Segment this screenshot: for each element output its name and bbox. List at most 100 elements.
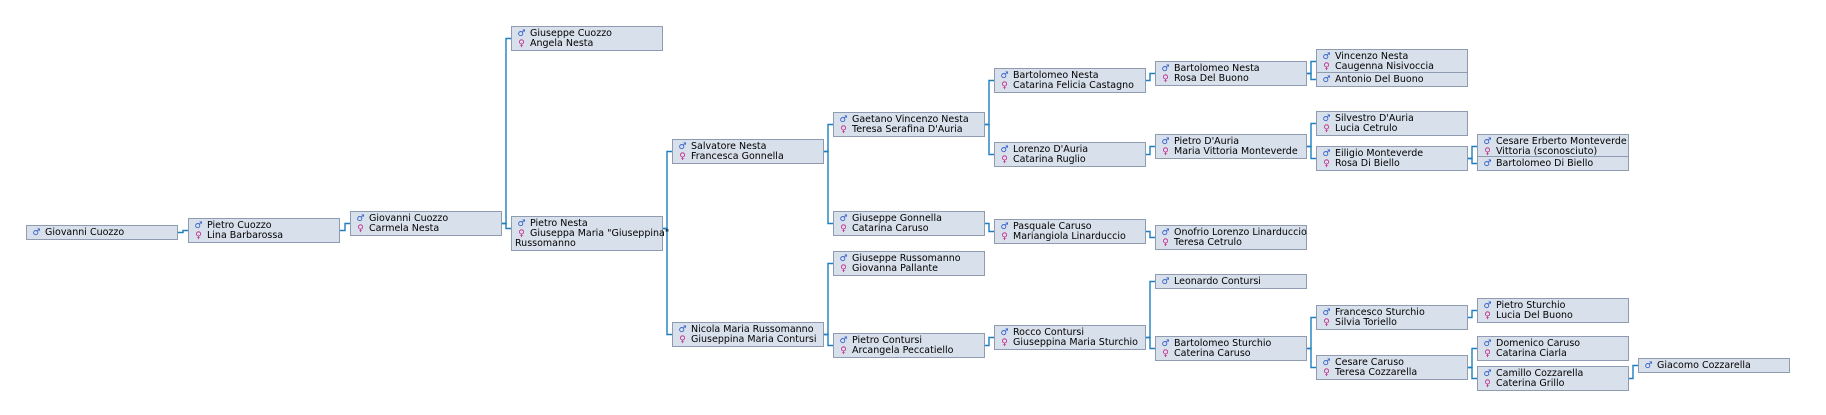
- male-row: ♂Pasquale Caruso: [998, 222, 1142, 233]
- person-card-gaetano-vincenzo-nesta[interactable]: ♂Gaetano Vincenzo Nesta♀Teresa Serafina …: [833, 112, 985, 137]
- spouse-name: Rosa Di Biello: [1335, 158, 1400, 169]
- person-name: Eiligio Monteverde: [1335, 148, 1424, 159]
- person-name: Bartolomeo Nesta: [1174, 63, 1260, 74]
- spouse-name: Vittoria (sconosciuto): [1496, 146, 1598, 157]
- female-row: ♀ Arcangela Peccatiello: [837, 345, 981, 357]
- female-symbol-icon: ♀: [840, 346, 847, 356]
- person-card-giuseppe-cuozzo[interactable]: ♂Giuseppe Cuozzo♀Angela Nesta: [511, 26, 663, 51]
- person-card-francesco-sturchio[interactable]: ♂Francesco Sturchio♀Silvia Toriello: [1316, 305, 1468, 330]
- male-symbol-icon: ♂: [1000, 145, 1009, 155]
- person-card-giovanni-cuozzo[interactable]: ♂Giovanni Cuozzo♀Carmela Nesta: [350, 211, 502, 236]
- spouse-name: Arcangela Peccatiello: [852, 345, 954, 356]
- spouse-name: Maria Vittoria Monteverde: [1174, 146, 1298, 157]
- female-row: ♀Lina Barbarossa: [192, 230, 336, 242]
- male-row: ♂Nicola Maria Russomanno: [676, 325, 820, 336]
- person-card-rocco-contursi[interactable]: ♂Rocco Contursi♀Giuseppina Maria Sturchi…: [994, 325, 1146, 350]
- connector-line: [985, 336, 994, 347]
- male-row: ♂Giovanni Cuozzo: [30, 228, 174, 239]
- female-row: ♀ Maria Vittoria Monteverde: [1159, 146, 1303, 158]
- person-name: Giuseppe Cuozzo: [530, 28, 612, 39]
- spouse-name: Caugenna Nisivoccia: [1335, 61, 1434, 72]
- person-card-pietro-contursi[interactable]: ♂Pietro Contursi♀Arcangela Peccatiello: [833, 333, 985, 358]
- person-card-domenico-caruso[interactable]: ♂Domenico Caruso♀Catarina Ciarla: [1477, 336, 1629, 361]
- person-card-antonio-del-buono[interactable]: ♂Antonio Del Buono: [1316, 72, 1468, 87]
- person-name: Giacomo Cozzarella: [1657, 360, 1751, 371]
- connector-line: [1146, 336, 1155, 350]
- person-card-camillo-cozzarella[interactable]: ♂Camillo Cozzarella♀Caterina Grillo: [1477, 366, 1629, 391]
- spouse-name: Francesca Gonnella: [691, 151, 784, 162]
- person-card-giuseppe-russomanno[interactable]: ♂Giuseppe Russomanno♀Giovanna Pallante: [833, 251, 985, 276]
- female-row: ♀Teresa Cetrulo: [1159, 238, 1303, 249]
- female-row: ♀Giovanna Pallante: [837, 263, 981, 275]
- female-row: ♀Teresa Cozzarella: [1320, 367, 1464, 379]
- female-symbol-icon: ♀: [1484, 311, 1491, 321]
- female-symbol-icon: ♀: [1001, 81, 1008, 91]
- spouse-name: Lina Barbarossa: [207, 230, 284, 241]
- female-symbol-icon: ♀: [1484, 349, 1491, 359]
- spouse-name: Giuseppina Maria Sturchio: [1013, 337, 1138, 348]
- person-card-leonardo-contursi[interactable]: ♂Leonardo Contursi: [1155, 274, 1307, 289]
- connector-line: [985, 79, 994, 126]
- connector-line: [1307, 60, 1316, 75]
- person-card-eiligio-monteverde[interactable]: ♂Eiligio Monteverde♀Rosa Di Biello: [1316, 146, 1468, 171]
- connector-line: [985, 222, 994, 233]
- person-card-pietro-nesta[interactable]: ♂Pietro Nesta♀Giuseppa Maria "Giuseppina…: [511, 216, 669, 251]
- female-row: ♀Giuseppina Maria Sturchio: [998, 337, 1142, 349]
- person-name: Francesco Sturchio: [1335, 307, 1425, 318]
- person-card-onofrio-lorenzo-linarduccio[interactable]: ♂Onofrio Lorenzo Linarduccio♀Teresa Cetr…: [1155, 225, 1307, 250]
- male-symbol-icon: ♂: [678, 142, 687, 152]
- female-symbol-icon: ♀: [1323, 318, 1330, 328]
- person-card-bartolomeo-sturchio[interactable]: ♂Bartolomeo Sturchio♀Caterina Caruso: [1155, 336, 1307, 361]
- person-card-pietro-d-auria[interactable]: ♂Pietro D'Auria♀Maria Vittoria Monteverd…: [1155, 134, 1307, 159]
- connector-line: [1146, 230, 1155, 239]
- person-card-pietro-sturchio[interactable]: ♂Pietro Sturchio♀Lucia Del Buono: [1477, 298, 1629, 323]
- male-symbol-icon: ♂: [1483, 137, 1492, 147]
- person-name: Pietro Nesta: [530, 218, 588, 229]
- female-row: ♀Mariangiola Linarduccio: [998, 231, 1142, 243]
- spouse-name: Silvia Toriello: [1335, 317, 1397, 328]
- person-name: Leonardo Contursi: [1174, 276, 1261, 287]
- person-card-nicola-maria-russomanno[interactable]: ♂Nicola Maria Russomanno♀Giuseppina Mari…: [672, 322, 824, 347]
- connector-line: [824, 333, 833, 347]
- person-card-bartolomeo-nesta[interactable]: ♂Bartolomeo Nesta♀Catarina Felicia Casta…: [994, 68, 1146, 93]
- female-row: ♀Lucia Del Buono: [1481, 311, 1625, 322]
- person-card-vincenzo-nesta[interactable]: ♂Vincenzo Nesta♀Caugenna Nisivoccia: [1316, 49, 1468, 74]
- person-card-bartolomeo-di-biello[interactable]: ♂Bartolomeo Di Biello: [1477, 156, 1629, 171]
- female-symbol-icon: ♀: [679, 335, 686, 345]
- connector-line: [1468, 145, 1477, 160]
- connector-line: [1146, 72, 1155, 82]
- person-card-giacomo-cozzarella[interactable]: ♂Giacomo Cozzarella: [1638, 358, 1790, 373]
- person-card-cesare-caruso[interactable]: ♂Cesare Caruso♀Teresa Cozzarella: [1316, 355, 1468, 380]
- male-symbol-icon: ♂: [1161, 64, 1170, 74]
- person-card-bartolomeo-nesta[interactable]: ♂Bartolomeo Nesta♀Rosa Del Buono: [1155, 61, 1307, 86]
- spouse-name: Giuseppa Maria "Giuseppina": [530, 228, 670, 239]
- spouse-name: Teresa Cozzarella: [1335, 367, 1418, 378]
- female-symbol-icon: ♀: [1162, 147, 1169, 157]
- person-name: Bartolomeo Di Biello: [1496, 158, 1594, 169]
- male-symbol-icon: ♂: [1161, 339, 1170, 349]
- connector-line: [663, 150, 672, 230]
- spouse-name: Mariangiola Linarduccio: [1013, 231, 1126, 242]
- connector-line: [1468, 157, 1477, 165]
- spouse-name: Teresa Serafina D'Auria: [852, 124, 963, 135]
- connector-line: [985, 123, 994, 156]
- person-card-giuseppe-gonnella[interactable]: ♂Giuseppe Gonnella♀Catarina Caruso: [833, 211, 985, 236]
- female-symbol-icon: ♀: [840, 224, 847, 234]
- spouse-name: Giovanna Pallante: [852, 263, 938, 274]
- male-row: ♂Cesare Erberto Monteverde: [1481, 137, 1626, 148]
- male-symbol-icon: ♂: [1483, 301, 1492, 311]
- male-symbol-icon: ♂: [1483, 339, 1492, 349]
- person-name: Giuseppe Russomanno: [852, 253, 961, 264]
- person-card-pietro-cuozzo[interactable]: ♂Pietro Cuozzo♀Lina Barbarossa: [188, 218, 340, 243]
- person-card-salvatore-nesta[interactable]: ♂Salvatore Nesta♀Francesca Gonnella: [672, 139, 824, 164]
- female-symbol-icon: ♀: [518, 39, 525, 49]
- person-name: Vincenzo Nesta: [1335, 51, 1409, 62]
- person-card-giovanni-cuozzo[interactable]: ♂Giovanni Cuozzo: [26, 225, 178, 240]
- person-card-lorenzo-d-auria[interactable]: ♂Lorenzo D'Auria♀Catarina Ruglio: [994, 142, 1146, 167]
- female-symbol-icon: ♀: [357, 224, 364, 234]
- person-card-silvestro-d-auria[interactable]: ♂Silvestro D'Auria♀Lucia Cetrulo: [1316, 111, 1468, 136]
- person-card-cesare-erberto-monteverde[interactable]: ♂Cesare Erberto Monteverde♀Vittoria (sco…: [1477, 134, 1629, 159]
- male-symbol-icon: ♂: [1322, 75, 1331, 85]
- female-row: ♀Vittoria (sconosciuto): [1481, 146, 1625, 158]
- person-card-pasquale-caruso[interactable]: ♂Pasquale Caruso♀Mariangiola Linarduccio: [994, 219, 1146, 244]
